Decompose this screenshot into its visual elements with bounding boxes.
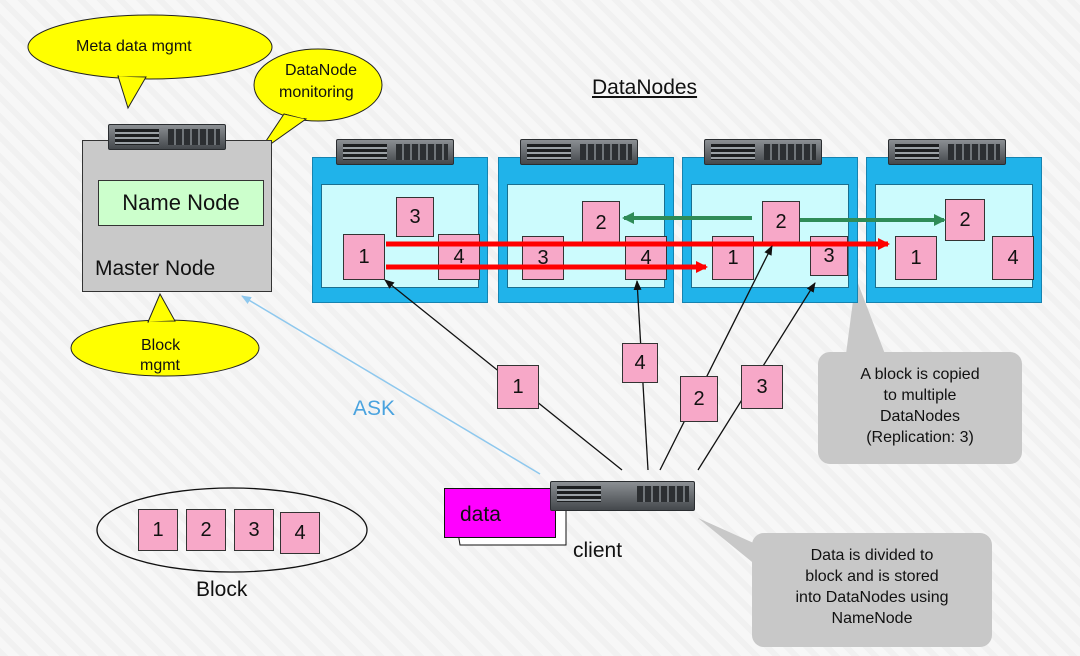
- datanode-1-server-icon: [336, 139, 454, 165]
- dn1-block-1: 1: [343, 234, 385, 280]
- divided-callout-text: Data is divided to block and is stored i…: [752, 545, 992, 629]
- datanode-4-server-icon: [888, 139, 1006, 165]
- callout-metadata-mgmt: [27, 14, 273, 110]
- transfer-block-1: 1: [497, 365, 539, 409]
- dn2-block-3: 3: [522, 236, 564, 280]
- replication-callout-text: A block is copied to multiple DataNodes …: [818, 364, 1022, 448]
- block-group-item-3: 3: [234, 509, 274, 551]
- divided-line-2: block and is stored: [805, 568, 939, 585]
- data-document: [444, 488, 556, 538]
- dn1-block-3: 3: [396, 197, 434, 237]
- data-label: data: [460, 503, 501, 526]
- block-group-item-2: 2: [186, 509, 226, 551]
- transfer-block-3: 3: [741, 365, 783, 409]
- callout-block-text-2: mgmt: [140, 357, 180, 374]
- name-node-box: Name Node: [98, 180, 264, 226]
- block-group-label: Block: [196, 578, 248, 601]
- dn1-block-4: 4: [438, 234, 480, 280]
- block-group-ellipse: [96, 487, 368, 573]
- dn4-block-1: 1: [895, 236, 937, 280]
- replication-line-2: to multiple: [883, 387, 957, 404]
- callout-data-divided: [698, 518, 992, 647]
- replication-line-4: (Replication: 3): [866, 429, 974, 446]
- block-group-item-4: 4: [280, 512, 320, 554]
- datanode-2-server-icon: [520, 139, 638, 165]
- callout-block-mgmt: [70, 292, 260, 377]
- callout-monitoring-text-1: DataNode: [285, 62, 358, 79]
- divided-line-4: NameNode: [831, 610, 913, 627]
- datanodes-title: DataNodes: [592, 76, 698, 99]
- divided-line-3: into DataNodes using: [795, 589, 949, 606]
- client-label: client: [573, 539, 623, 562]
- client-server-icon: [550, 481, 695, 511]
- callout-metadata-text: Meta data mgmt: [76, 38, 192, 55]
- dn3-block-2: 2: [762, 201, 800, 243]
- master-node-label: Master Node: [95, 257, 216, 280]
- ask-label: ASK: [353, 397, 396, 420]
- dn4-block-2: 2: [945, 199, 985, 241]
- replication-line-1: A block is copied: [860, 366, 980, 383]
- transfer-block-2: 2: [680, 376, 718, 422]
- replication-line-3: DataNodes: [879, 408, 961, 425]
- dn3-block-1: 1: [712, 236, 754, 280]
- divided-line-1: Data is divided to: [810, 547, 934, 564]
- master-server-icon: [108, 124, 226, 150]
- callout-monitoring-text-2: monitoring: [279, 84, 354, 101]
- dn2-block-2: 2: [582, 201, 620, 245]
- dn3-block-3: 3: [810, 236, 848, 276]
- datanode-3-server-icon: [704, 139, 822, 165]
- block-group-item-1: 1: [138, 509, 178, 551]
- dn2-block-4: 4: [625, 236, 667, 280]
- callout-block-text-1: Block: [141, 337, 181, 354]
- dn4-block-4: 4: [992, 236, 1034, 280]
- transfer-block-4: 4: [622, 343, 658, 383]
- name-node-label: Name Node: [122, 190, 240, 215]
